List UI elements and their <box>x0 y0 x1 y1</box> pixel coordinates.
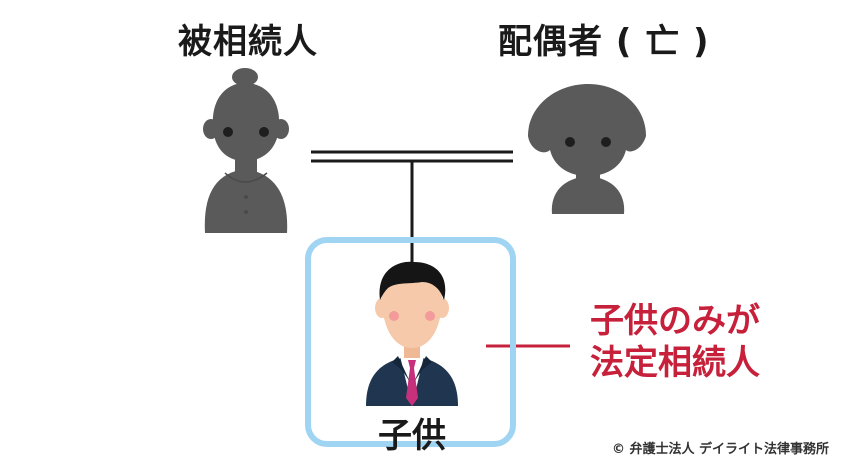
spouse-person-icon <box>528 84 646 214</box>
child-person-icon <box>366 261 458 406</box>
copyright-text: © 弁護士法人 デイライト法律事務所 <box>612 442 830 457</box>
child-highlight-frame <box>305 237 516 447</box>
deceased-person-icon <box>203 68 289 233</box>
note-line-2: 法定相続人 <box>590 343 760 383</box>
spouse-label: 配偶者 ( 亡 ) <box>498 22 710 62</box>
deceased-label: 被相続人 <box>178 22 318 62</box>
child-label: 子供 <box>378 416 446 456</box>
note-line-1: 子供のみが <box>590 301 760 341</box>
note-text: 子供のみが 法定相続人 <box>590 300 760 384</box>
